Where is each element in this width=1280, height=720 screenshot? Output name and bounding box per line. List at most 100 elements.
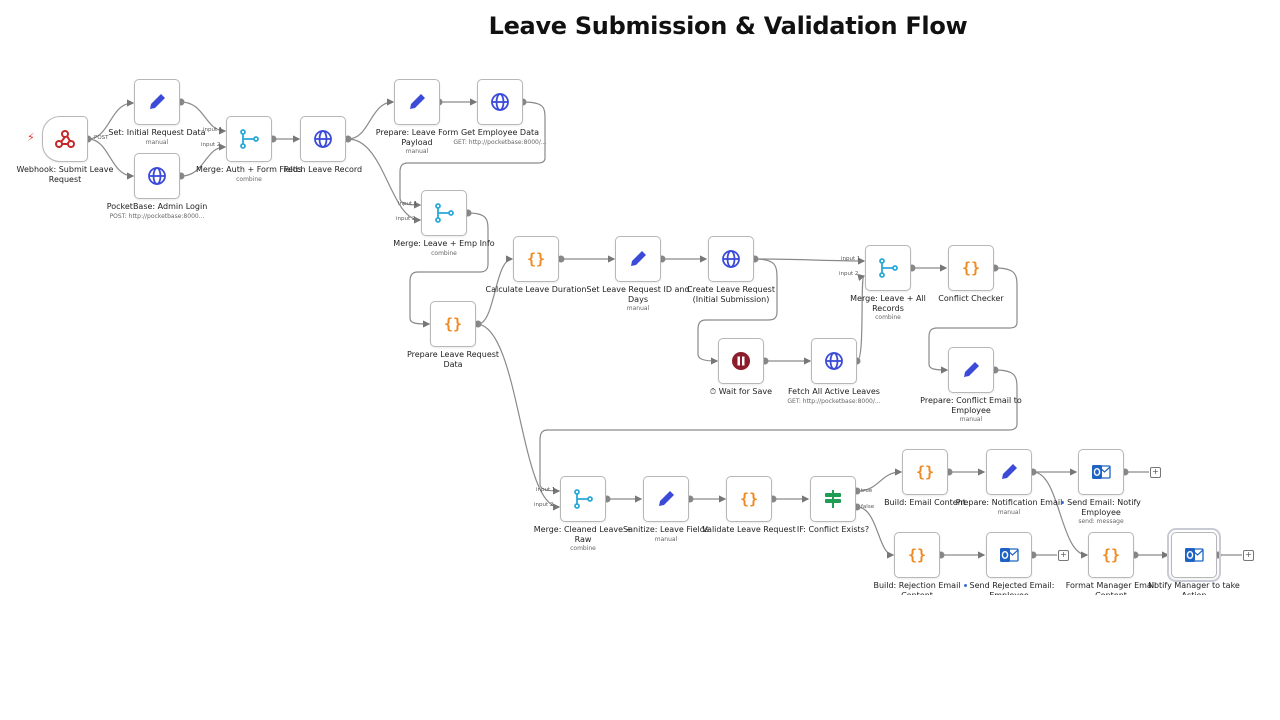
node-build-email-content[interactable]: {} (902, 449, 948, 495)
node-merge-leave-all-records[interactable] (865, 245, 911, 291)
node-sublabel: manual (654, 535, 678, 543)
node-label: Webhook: Submit Leave Request (16, 165, 114, 184)
code-icon: {} (526, 250, 546, 268)
pencil-icon (145, 90, 169, 114)
node-merge-cleaned-leave[interactable] (560, 476, 606, 522)
port-label-input-2: input 2 (396, 216, 416, 222)
node-label-text: Prepare: Conflict Email to Employee (920, 396, 1022, 415)
node-label-text: Send Rejected Email: Employee (969, 581, 1055, 595)
node-label: Create Leave Request (Initial Submission… (687, 285, 775, 304)
code-icon: {} (961, 259, 981, 277)
connection (477, 255, 514, 325)
add-node-button[interactable]: + (1150, 467, 1161, 478)
merge-icon (571, 487, 595, 511)
pause-icon (729, 349, 753, 373)
node-label: Build: Rejection Email Content (873, 581, 961, 595)
connection (87, 99, 135, 140)
node-fetch-leave-record[interactable] (300, 116, 346, 162)
connection (399, 101, 546, 209)
if-signpost-icon (821, 487, 845, 511)
node-label-text: Merge: Leave + Emp Info (393, 239, 495, 248)
node-sublabel: combine (570, 545, 596, 552)
node-notify-manager[interactable] (1167, 528, 1221, 582)
node-sublabel: combine (236, 175, 262, 183)
port-label-input-2: input 2 (201, 142, 221, 148)
node-get-employee-data[interactable] (477, 79, 523, 125)
connection (347, 98, 395, 140)
node-prepare-notification-email[interactable] (986, 449, 1032, 495)
node-sublabel: combine (431, 249, 457, 257)
node-if-conflict-exists[interactable] (810, 476, 856, 522)
node-label: Build: Email Content (884, 498, 966, 507)
node-validate-leave-request[interactable]: {} (726, 476, 772, 522)
connection (87, 138, 135, 180)
node-fetch-all-active-leaves[interactable] (811, 338, 857, 384)
node-sanitize-leave-fields[interactable] (643, 476, 689, 522)
node-label: Validate Leave Request (702, 525, 796, 534)
node-label: Notify Manager to take Action (1148, 581, 1240, 595)
node-set-leave-request-id[interactable] (615, 236, 661, 282)
node-sublabel: combine (875, 314, 901, 321)
node-label-text: Prepare: Leave Form Payload (375, 128, 459, 147)
port-label-input-1: input 1 (536, 487, 556, 493)
connection (180, 143, 227, 177)
node-label: IF: Conflict Exists? (796, 525, 870, 534)
node-sublabel: send: message (1078, 518, 1124, 525)
add-node-button[interactable]: + (1058, 550, 1069, 561)
connection (697, 258, 778, 365)
port-label-true: true (861, 488, 873, 494)
node-label-text: Merge: Leave + All Records (850, 294, 926, 313)
code-icon: {} (915, 463, 935, 481)
node-pocketbase-admin-login[interactable] (134, 153, 180, 199)
node-conflict-checker[interactable]: {} (948, 245, 994, 291)
page-title: Leave Submission & Validation Flow (488, 12, 968, 40)
node-merge-leave-emp[interactable] (421, 190, 467, 236)
node-calculate-leave-duration[interactable]: {} (513, 236, 559, 282)
node-sublabel: manual (145, 138, 169, 146)
port-label-input-1: input 1 (398, 201, 418, 207)
node-format-manager-email[interactable]: {} (1088, 532, 1134, 578)
node-label-text: PocketBase: Admin Login (106, 202, 208, 211)
node-create-leave-request[interactable] (708, 236, 754, 282)
node-prepare-leave-form[interactable] (394, 79, 440, 125)
node-build-rejection-email[interactable]: {} (894, 532, 940, 578)
node-webhook-submit-leave[interactable] (42, 116, 88, 162)
pencil-icon (654, 487, 678, 511)
pencil-icon (959, 358, 983, 382)
pencil-icon (405, 90, 429, 114)
connection (409, 212, 489, 328)
globe-icon (488, 90, 512, 114)
node-sublabel: manual (959, 416, 983, 423)
node-send-rejected-email[interactable] (986, 532, 1032, 578)
node-send-email-notify-employee[interactable] (1078, 449, 1124, 495)
node-prepare-leave-request[interactable]: {} (430, 301, 476, 347)
pencil-icon (997, 460, 1021, 484)
node-wait-for-save[interactable] (718, 338, 764, 384)
node-label-text: Send Email: Notify Employee (1067, 498, 1141, 517)
node-label: Calculate Leave Duration (485, 285, 587, 294)
code-icon: {} (443, 315, 463, 333)
status-dot (963, 584, 967, 587)
port-label-false: false (861, 504, 875, 510)
globe-icon (145, 164, 169, 188)
node-prepare-conflict-email[interactable] (948, 347, 994, 393)
node-set-initial-request[interactable] (134, 79, 180, 125)
trigger-bolt-icon: ⚡ (27, 131, 35, 144)
node-label: Prepare Leave Request Data (406, 350, 500, 369)
node-merge-auth-form[interactable] (226, 116, 272, 162)
node-sublabel: GET: http://pocketbase:8000/... (787, 397, 881, 405)
connection (180, 101, 227, 135)
add-node-button[interactable]: + (1243, 550, 1254, 561)
node-label-text: Get Employee Data (460, 128, 540, 137)
connection (928, 267, 1018, 374)
node-label-text: Set: Initial Request Data (108, 128, 206, 137)
connection (1032, 471, 1089, 559)
globe-icon (822, 349, 846, 373)
